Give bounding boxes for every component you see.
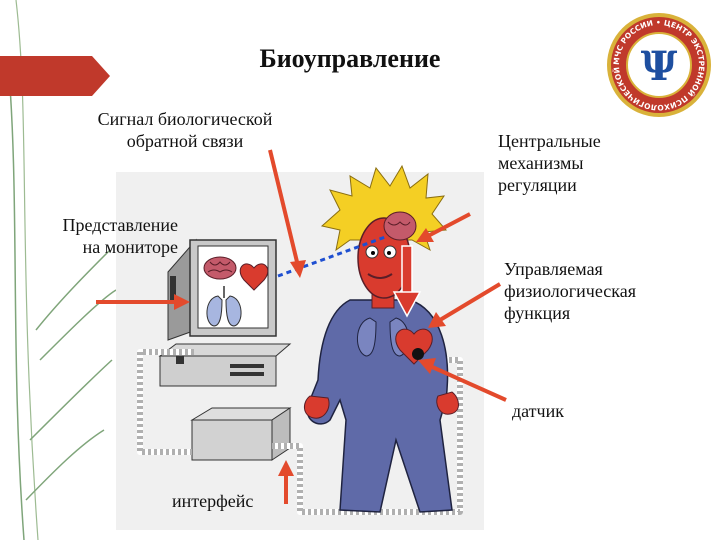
regulation-arrow (401, 245, 413, 295)
chest-heart (395, 328, 433, 365)
title-accent-tab (0, 56, 110, 96)
lungs-icon (206, 295, 242, 327)
label-central-line1: Центральные (498, 131, 601, 151)
brain-icon (203, 256, 237, 280)
label-sensor: датчик (512, 401, 564, 421)
label-controlled-function: Управляемая физиологическая функция (504, 258, 714, 324)
arrows (96, 149, 507, 504)
label-monitor-line1: Представление (62, 215, 178, 235)
label-interface: интерфейс (172, 491, 254, 511)
heart-icon (239, 263, 269, 291)
label-biofeedback-signal: Сигнал биологической обратной связи (60, 108, 310, 152)
slide-title: Биоуправление (259, 44, 441, 73)
label-function-line3: функция (504, 303, 571, 323)
label-biofeedback-signal-line2: обратной связи (126, 131, 244, 151)
psi-symbol: Ψ (641, 43, 678, 90)
label-central-line3: регуляции (498, 175, 577, 195)
label-central-line2: механизмы (498, 153, 584, 173)
label-monitor-line2: на мониторе (82, 237, 178, 257)
logo-emblem: МЧС РОССИИ • ЦЕНТР ЭКСТРЕННОЙ ПСИХОЛОГИЧ… (604, 10, 711, 117)
label-biofeedback-signal-line1: Сигнал биологической (97, 109, 273, 129)
sensor-pad (412, 348, 424, 360)
label-monitor-representation: Представление на мониторе (0, 214, 178, 258)
left-hand (304, 395, 330, 419)
right-hand (436, 391, 459, 415)
chest-lungs (357, 317, 409, 357)
label-function-line2: физиологическая (504, 281, 637, 301)
label-central-mechanisms: Центральные механизмы регуляции (498, 130, 698, 196)
brain-in-head (383, 211, 417, 241)
label-function-line1: Управляемая (504, 259, 603, 279)
